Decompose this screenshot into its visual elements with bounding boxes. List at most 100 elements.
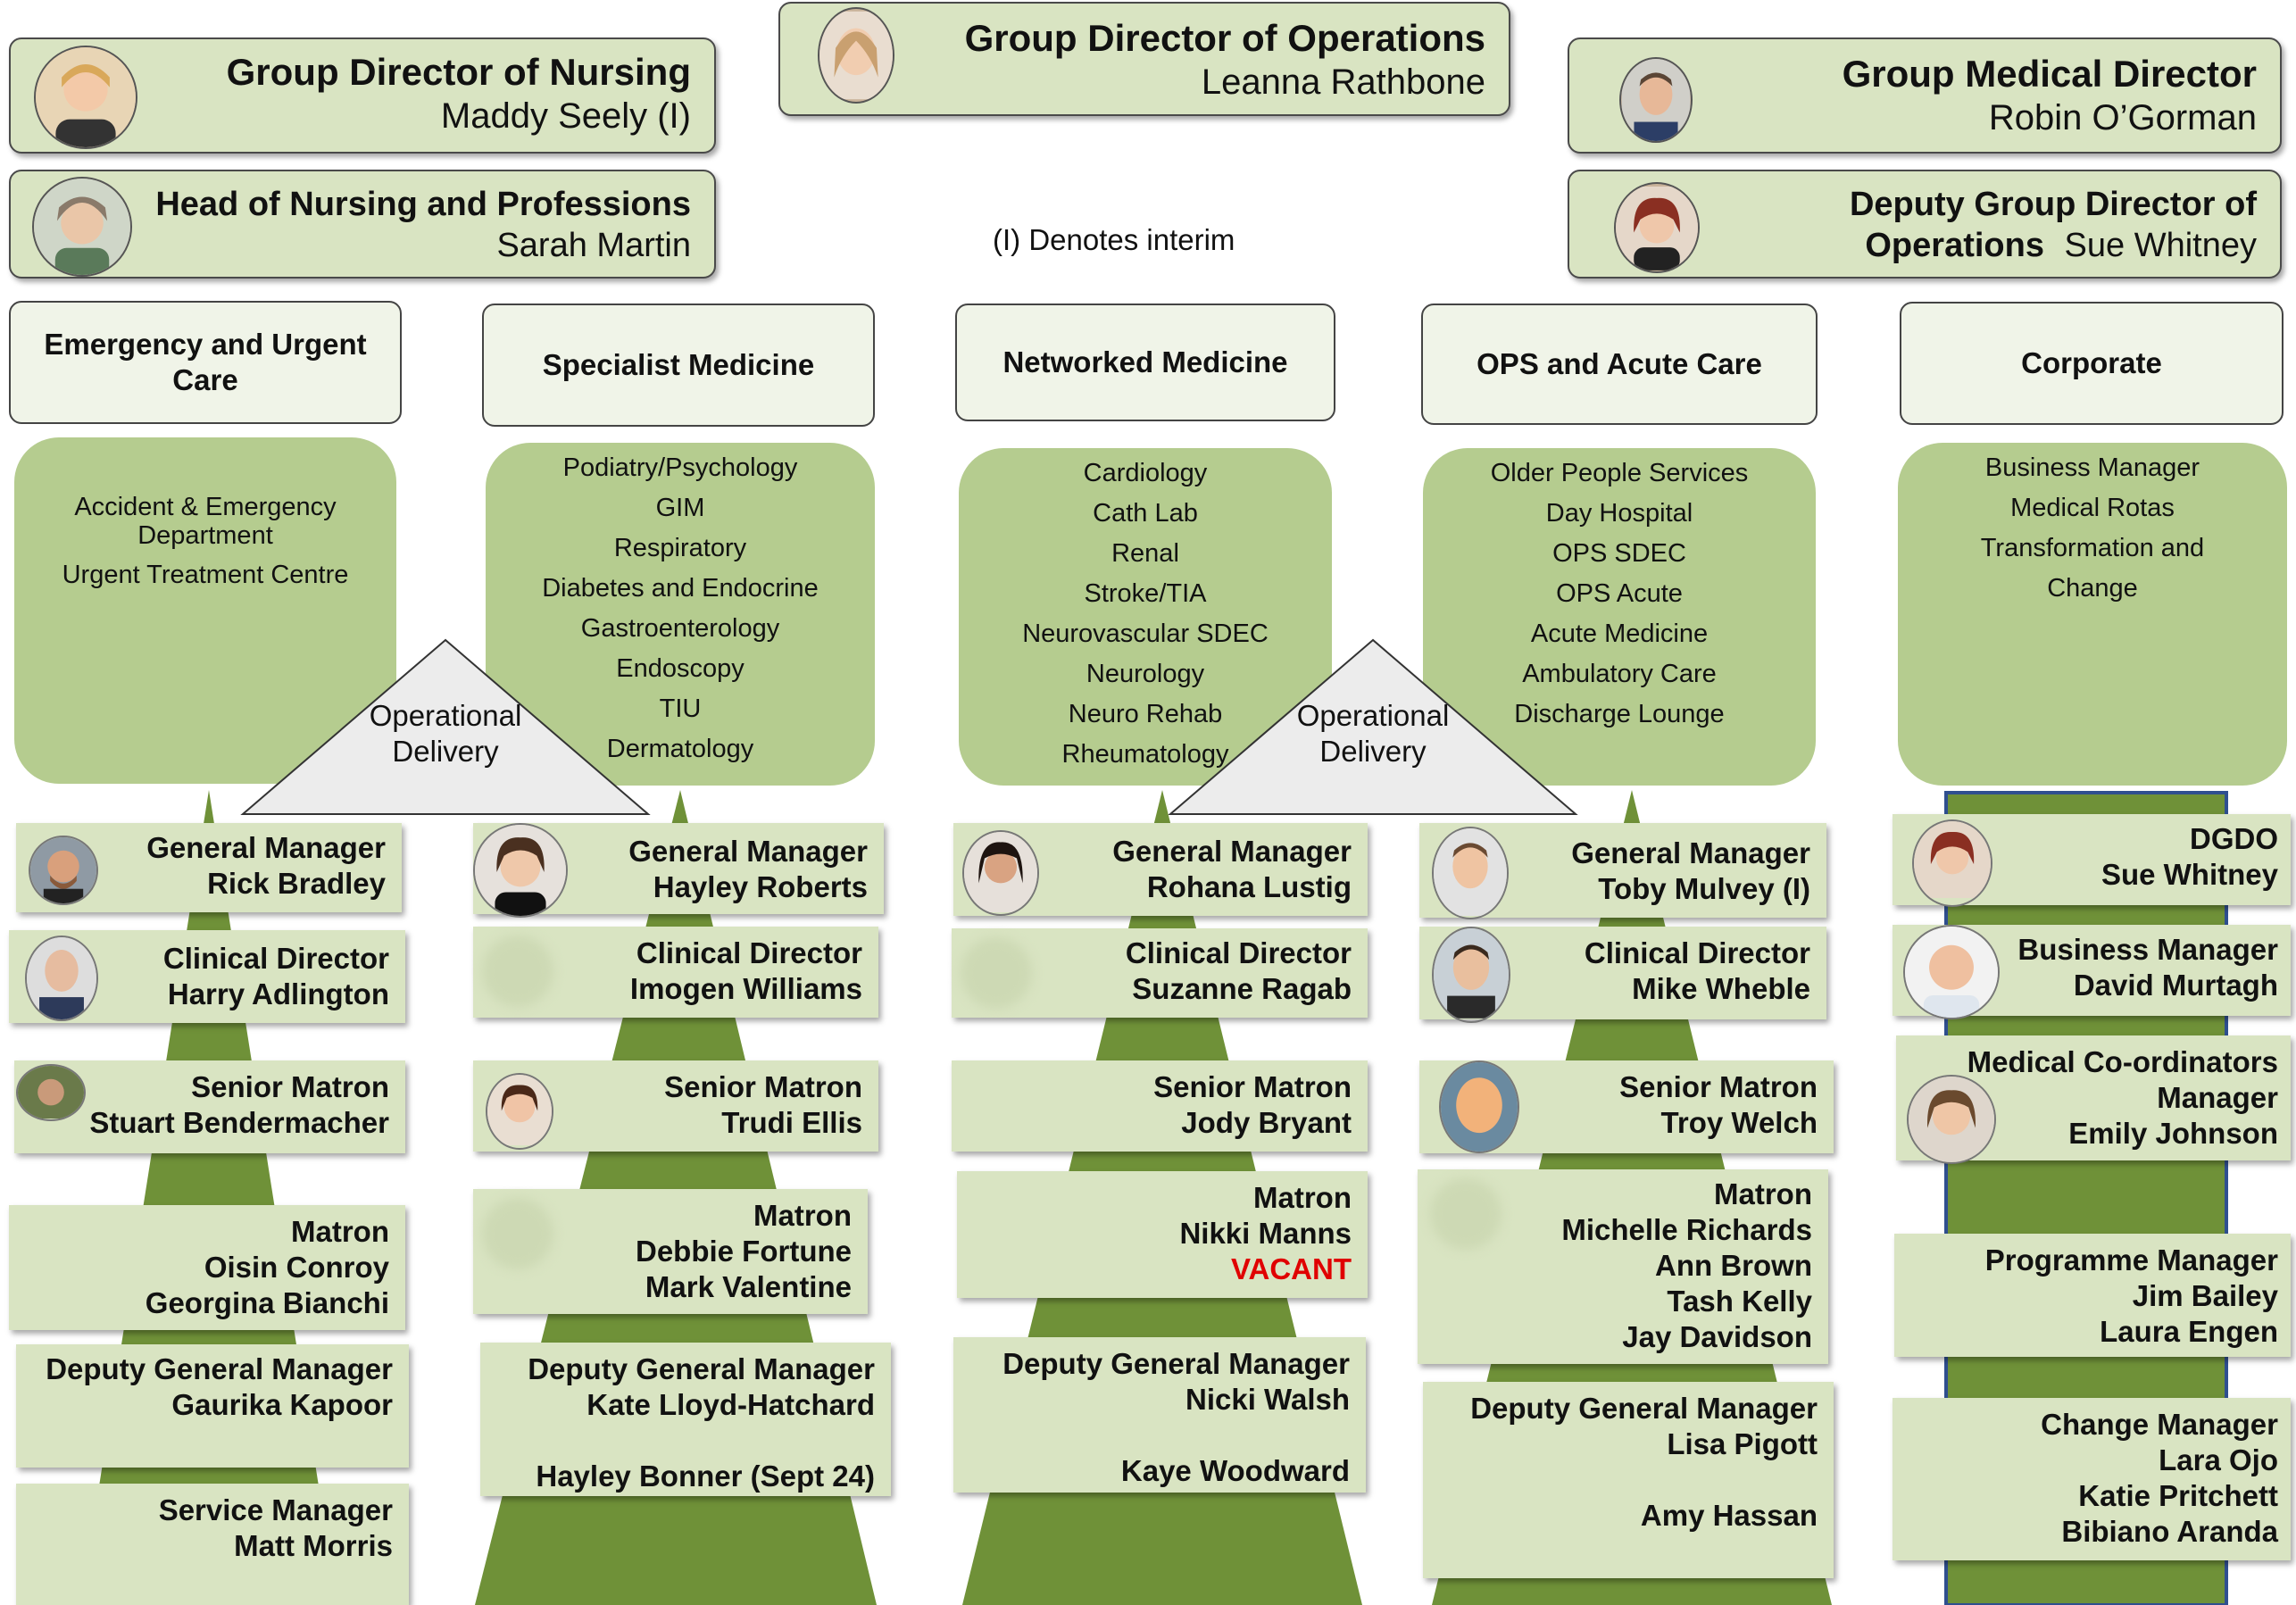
service-item: Cath Lab bbox=[1093, 499, 1198, 528]
service-item: Medical Rotas bbox=[2010, 494, 2175, 522]
role-line bbox=[1423, 1462, 1818, 1498]
division-name: Networked Medicine bbox=[1002, 345, 1288, 378]
avatar bbox=[34, 46, 137, 149]
role-line: Rohana Lustig bbox=[1146, 870, 1352, 903]
service-item: Change bbox=[2047, 574, 2138, 603]
role-deputy-general-manager: Deputy General Manager Gaurika Kapoor bbox=[16, 1344, 409, 1468]
role-line: Deputy General Manager bbox=[1002, 1347, 1350, 1380]
role-matron: Matron Nikki Manns VACANT bbox=[957, 1171, 1368, 1298]
service-item: Neurovascular SDEC bbox=[1022, 620, 1269, 648]
role-line: Gaurika Kapoor bbox=[171, 1388, 393, 1421]
role-line: Lara Ojo bbox=[2159, 1443, 2278, 1476]
service-item: Ambulatory Care bbox=[1522, 660, 1717, 688]
division-header-ops: OPS and Acute Care bbox=[1421, 304, 1818, 425]
service-item: Podiatry/Psychology bbox=[562, 453, 798, 482]
leader-title: Group Director of Operations bbox=[964, 17, 1485, 59]
role-line: Nikki Manns bbox=[1179, 1217, 1352, 1250]
service-item: OPS Acute bbox=[1556, 579, 1683, 608]
avatar-placeholder bbox=[482, 1198, 553, 1269]
avatar bbox=[1432, 927, 1510, 1023]
service-item: Urgent Treatment Centre bbox=[62, 561, 349, 589]
leader-text: Deputy Group Director of Operations Sue … bbox=[1850, 184, 2257, 266]
role-matron: Matron Michelle Richards Ann Brown Tash … bbox=[1418, 1169, 1828, 1364]
role-line: Matron bbox=[1253, 1181, 1352, 1214]
role-line: Amy Hassan bbox=[1640, 1499, 1818, 1532]
role-line: Matron bbox=[1714, 1177, 1812, 1210]
avatar bbox=[1619, 57, 1693, 143]
role-line: Senior Matron bbox=[191, 1070, 389, 1103]
role-line: Clinical Director bbox=[162, 942, 389, 975]
role-line: Oisin Conroy bbox=[204, 1251, 389, 1284]
role-line: Deputy General Manager bbox=[46, 1352, 393, 1385]
role-line: Clinical Director bbox=[1125, 936, 1352, 969]
role-line: Deputy General Manager bbox=[528, 1352, 875, 1385]
avatar bbox=[1432, 827, 1509, 919]
services-ops: Older People Services Day Hospital OPS S… bbox=[1423, 448, 1816, 786]
role-clinical-director: Clinical Director Mike Wheble bbox=[1419, 927, 1826, 1023]
leader-card-head-nursing: Head of Nursing and Professions Sarah Ma… bbox=[9, 170, 716, 279]
role-general-manager: General Manager Hayley Roberts bbox=[473, 823, 884, 918]
role-service-manager: Service Manager Matt Morris bbox=[16, 1484, 409, 1605]
leader-title: Deputy Group Director of bbox=[1849, 186, 2257, 223]
vacant-label: VACANT bbox=[1230, 1252, 1352, 1285]
role-general-manager: General Manager Toby Mulvey (I) bbox=[1419, 823, 1826, 919]
role-deputy-general-manager: Deputy General Manager Nicki Walsh Kaye … bbox=[953, 1337, 1366, 1493]
avatar bbox=[1439, 1060, 1519, 1153]
leader-title-cont: Operations bbox=[1865, 227, 2044, 264]
role-line: Senior Matron bbox=[1619, 1070, 1818, 1103]
role-line: Harry Adlington bbox=[167, 977, 389, 1010]
service-item: Cardiology bbox=[1083, 459, 1208, 487]
role-clinical-director: Clinical Director Harry Adlington bbox=[9, 930, 405, 1023]
role-clinical-director: Clinical Director Suzanne Ragab bbox=[952, 928, 1368, 1018]
division-header-networked: Networked Medicine bbox=[955, 304, 1335, 421]
avatar bbox=[1907, 1075, 1996, 1164]
role-line bbox=[953, 1418, 1350, 1453]
role-line: Mike Wheble bbox=[1632, 972, 1810, 1005]
role-line: Matt Morris bbox=[234, 1529, 393, 1562]
services-specialist: Podiatry/Psychology GIM Respiratory Diab… bbox=[486, 443, 875, 786]
op-delivery-label-right: Operational Delivery bbox=[1261, 698, 1485, 769]
service-item: Renal bbox=[1111, 539, 1179, 568]
service-item: Department bbox=[137, 521, 273, 550]
role-line: Jay Davidson bbox=[1622, 1320, 1812, 1353]
role-matron: Matron Debbie Fortune Mark Valentine bbox=[473, 1189, 868, 1314]
leader-card-nursing: Group Director of Nursing Maddy Seely (I… bbox=[9, 37, 716, 154]
op-delivery-line2: Delivery bbox=[392, 735, 499, 768]
service-item: OPS SDEC bbox=[1552, 539, 1686, 568]
role-dgdo: DGDO Sue Whitney bbox=[1893, 814, 2291, 907]
service-item: Gastroenterology bbox=[580, 614, 780, 643]
leader-title: Head of Nursing and Professions bbox=[155, 186, 691, 223]
division-name: Specialist Medicine bbox=[542, 348, 815, 381]
role-line: Michelle Richards bbox=[1561, 1213, 1812, 1246]
avatar bbox=[473, 823, 568, 918]
services-emergency: Accident & Emergency Department Urgent T… bbox=[14, 437, 396, 784]
role-line: Ann Brown bbox=[1655, 1249, 1812, 1282]
avatar-placeholder bbox=[1430, 1178, 1502, 1250]
leader-person: Robin O’Gorman bbox=[1988, 98, 2257, 137]
service-item: Acute Medicine bbox=[1530, 620, 1709, 648]
service-item: TIU bbox=[659, 694, 702, 723]
role-line: Senior Matron bbox=[1153, 1070, 1352, 1103]
role-general-manager: General Manager Rick Bradley bbox=[16, 823, 402, 912]
role-line: Toby Mulvey (I) bbox=[1598, 872, 1810, 905]
op-delivery-triangle-right bbox=[1168, 638, 1578, 815]
avatar bbox=[1903, 925, 2000, 1019]
avatar-placeholder bbox=[482, 936, 553, 1007]
op-delivery-line2: Delivery bbox=[1319, 735, 1427, 768]
services-corporate: Business Manager Medical Rotas Transform… bbox=[1898, 443, 2287, 786]
role-line: Clinical Director bbox=[636, 936, 862, 969]
service-item: GIM bbox=[655, 494, 705, 522]
role-programme-manager: Programme Manager Jim Bailey Laura Engen bbox=[1894, 1234, 2291, 1357]
service-item: Accident & Emergency bbox=[74, 493, 337, 521]
role-deputy-general-manager: Deputy General Manager Kate Lloyd-Hatcha… bbox=[480, 1343, 891, 1496]
leader-title: Group Medical Director bbox=[1842, 53, 2257, 95]
avatar bbox=[32, 177, 132, 277]
avatar bbox=[1614, 182, 1700, 273]
role-line: Suzanne Ragab bbox=[1132, 972, 1352, 1005]
role-line: Nicki Walsh bbox=[1185, 1383, 1350, 1416]
service-item: Respiratory bbox=[613, 534, 747, 562]
service-item: Neuro Rehab bbox=[1068, 700, 1223, 728]
leader-person: Maddy Seely (I) bbox=[440, 96, 691, 136]
avatar bbox=[818, 7, 894, 104]
